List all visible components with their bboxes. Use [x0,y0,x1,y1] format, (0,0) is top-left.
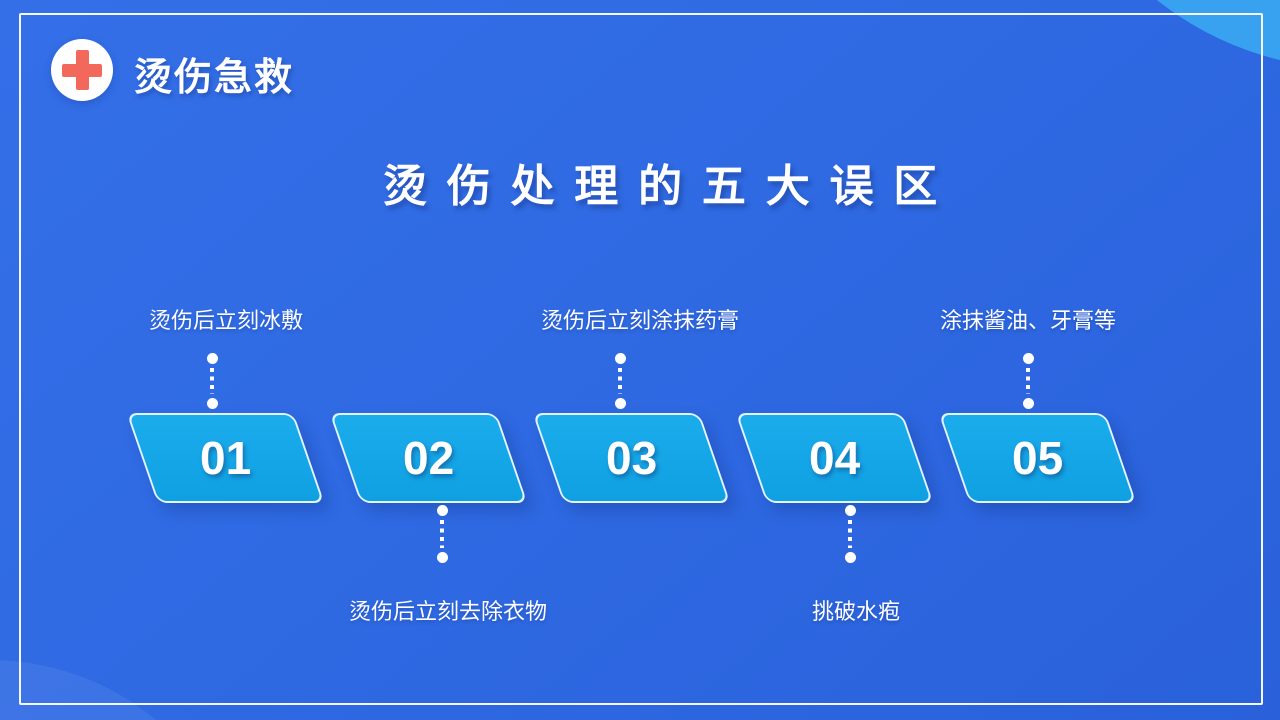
connector-dashes [440,520,444,548]
misconception-number-2: 02 [402,432,455,484]
connector-dot-icon [436,505,448,516]
slide-title: 烫伤处理的五大误区 [382,162,958,211]
misconception-shape-3: 03 [532,413,731,503]
misconception-number-1: 01 [199,432,252,484]
connector-dot-icon [206,353,218,364]
connector-dot-icon [844,552,856,563]
dotted-connector-2 [436,505,448,563]
misconception-label-5: 涂抹酱油、牙膏等 [939,308,1117,333]
connector-dashes [1026,368,1030,394]
connector-dashes [618,368,622,394]
connector-dashes [848,520,852,548]
connector-dot-icon [1022,398,1034,409]
connector-dot-icon [844,505,856,516]
misconception-shape-1: 01 [126,413,325,503]
misconception-shape-4: 04 [735,413,934,503]
misconception-shape-2: 02 [329,413,528,503]
dotted-connector-5 [1022,353,1034,409]
misconception-number-4: 04 [808,432,861,484]
misconception-label-1: 烫伤后立刻冰敷 [148,308,304,333]
medical-cross-badge [51,39,113,101]
misconception-label-4: 挑破水疱 [811,599,901,624]
misconception-label-2: 烫伤后立刻去除衣物 [348,599,548,624]
header-title: 烫伤急救 [134,57,295,99]
connector-dashes [210,368,214,394]
misconception-label-3: 烫伤后立刻涂抹药膏 [540,308,740,333]
dotted-connector-3 [614,353,626,409]
connector-dot-icon [1022,353,1034,364]
connector-dot-icon [614,398,626,409]
misconception-number-3: 03 [605,432,658,484]
connector-dot-icon [206,398,218,409]
medical-cross-icon [62,50,102,90]
misconception-shape-5: 05 [938,413,1137,503]
dotted-connector-1 [206,353,218,409]
connector-dot-icon [436,552,448,563]
connector-dot-icon [614,353,626,364]
misconception-number-5: 05 [1011,432,1064,484]
dotted-connector-4 [844,505,856,563]
